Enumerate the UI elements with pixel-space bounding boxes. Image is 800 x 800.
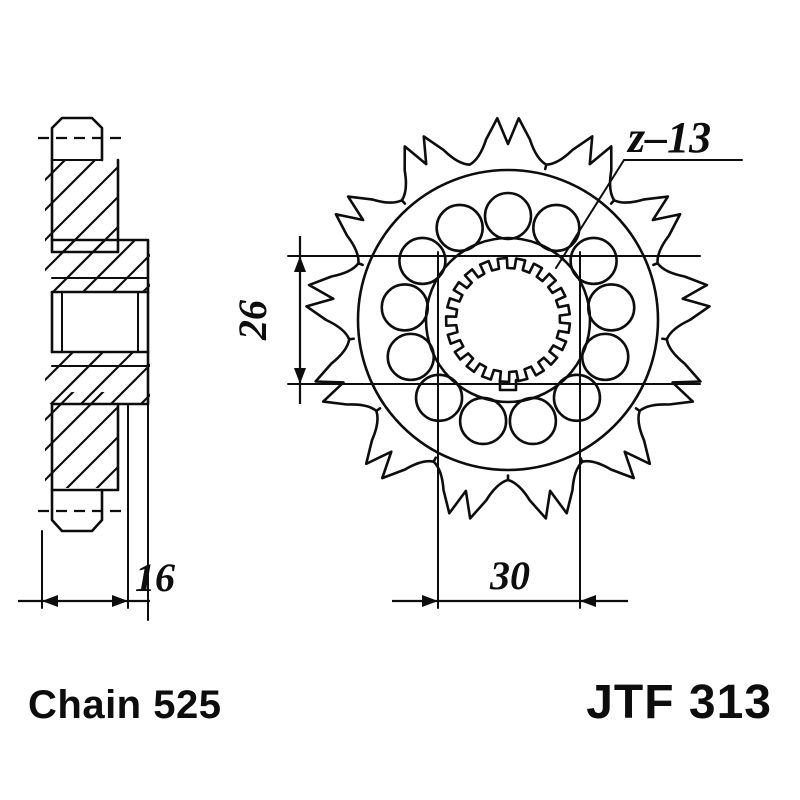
lightening-hole: [483, 191, 533, 241]
chain-spec-label: Chain 525: [28, 683, 221, 727]
lightening-hole: [386, 332, 436, 382]
lightening-hole: [532, 203, 581, 253]
lightening-hole: [458, 396, 508, 446]
lightening-hole: [508, 396, 558, 446]
dimension-30-label: 30: [489, 553, 530, 598]
dimension-30-group: 30: [392, 553, 628, 607]
lightening-hole: [552, 373, 602, 423]
front-view-group: [287, 116, 711, 609]
section-hatch-upper-hub: [45, 240, 150, 292]
section-view-group: [38, 116, 150, 621]
dimension-26-group: 26: [230, 236, 316, 404]
spline-bore-profile: [444, 256, 572, 384]
lightening-hole: [398, 236, 447, 286]
lightening-hole: [580, 332, 630, 382]
section-bottom-tooth: [50, 488, 104, 533]
tooth-count-label: z–13: [626, 113, 711, 162]
lightening-hole: [569, 236, 618, 286]
dimension-26-label: 26: [230, 300, 275, 341]
lightening-holes-group: [380, 191, 636, 446]
lightening-hole: [380, 283, 430, 332]
callout-leader-line: [555, 159, 625, 269]
lightening-hole: [414, 373, 464, 423]
dimension-16-group: 16: [18, 555, 175, 607]
dimension-16-label: 16: [135, 555, 175, 600]
lightening-hole: [586, 283, 636, 332]
section-hatch-lower-hub: [45, 352, 150, 404]
part-number-label: JTF 313: [586, 676, 772, 729]
section-lower-flange: [50, 402, 120, 492]
lightening-hole: [435, 203, 484, 253]
section-upper-flange: [50, 158, 120, 254]
tooth-count-callout: z–13: [555, 113, 743, 269]
section-bore-wall: [50, 290, 150, 354]
sprocket-teeth-ring: [305, 116, 711, 520]
section-hatch-lower-flange: [45, 392, 118, 488]
sprocket-web-circle: [356, 168, 660, 472]
